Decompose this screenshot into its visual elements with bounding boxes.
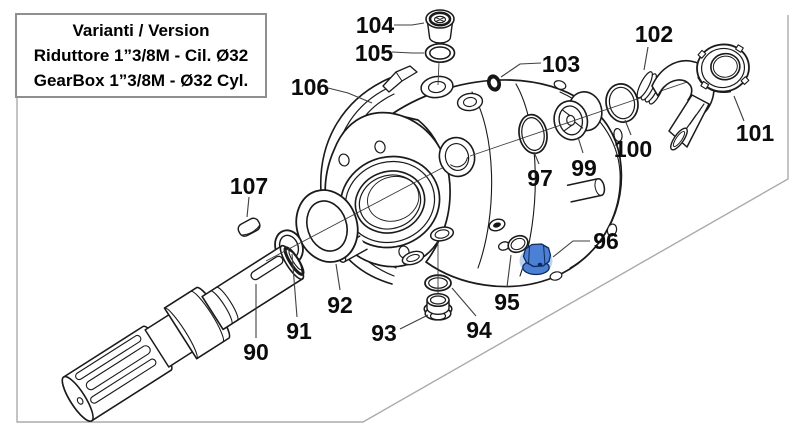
leader-92 bbox=[335, 263, 341, 291]
part-label-91: 91 bbox=[286, 318, 312, 344]
part-label-92: 92 bbox=[327, 292, 353, 318]
leader-102 bbox=[643, 46, 649, 71]
part-103-oring-drawing bbox=[486, 74, 502, 92]
part-label-104: 104 bbox=[356, 12, 395, 38]
part-label-106: 106 bbox=[291, 74, 329, 100]
variant-box-title: Varianti / Version bbox=[72, 21, 210, 40]
leader-95 bbox=[506, 254, 512, 288]
part-95-oring-drawing bbox=[507, 234, 529, 254]
leader-91 bbox=[291, 253, 298, 318]
variant-box-line-english: GearBox 1”3/8M - Ø32 Cyl. bbox=[33, 71, 249, 90]
shaft-axis-line bbox=[265, 166, 445, 262]
part-label-95: 95 bbox=[494, 289, 520, 315]
part-label-93: 93 bbox=[371, 320, 397, 346]
part-label-99: 99 bbox=[571, 155, 597, 181]
part-97-oring-drawing bbox=[518, 113, 548, 155]
part-label-90: 90 bbox=[243, 339, 269, 365]
leader-104 bbox=[394, 22, 425, 26]
leader-99 bbox=[577, 136, 584, 154]
part-106-housing-drawing bbox=[320, 65, 623, 288]
part-label-105: 105 bbox=[355, 40, 394, 66]
variant-box: Varianti / Version Riduttore 1”3/8M - Ci… bbox=[15, 13, 267, 98]
part-label-100: 100 bbox=[614, 136, 652, 162]
leader-103 bbox=[500, 62, 542, 78]
part-label-97: 97 bbox=[527, 165, 553, 191]
part-99-bushing-drawing bbox=[553, 91, 603, 141]
part-label-94: 94 bbox=[466, 317, 492, 343]
leader-lines bbox=[246, 22, 745, 338]
part-93-plug-drawing bbox=[423, 292, 453, 321]
part-label-101: 101 bbox=[736, 120, 775, 146]
leader-105 bbox=[391, 51, 424, 54]
top-port-axis-line bbox=[437, 61, 440, 86]
part-label-103: 103 bbox=[542, 51, 580, 77]
part-92-gasket-drawing bbox=[295, 189, 359, 263]
leader-100 bbox=[624, 119, 632, 136]
part-90-shaft-drawing bbox=[61, 244, 305, 423]
part-105-ring-drawing bbox=[424, 42, 456, 64]
part-107-key-drawing bbox=[237, 217, 261, 237]
part-104-cap-drawing bbox=[425, 9, 455, 44]
leader-97 bbox=[533, 151, 540, 165]
variant-box-line-italian: Riduttore 1”3/8M - Cil. Ø32 bbox=[33, 46, 249, 65]
leader-107 bbox=[246, 196, 250, 218]
part-96-hexplug-highlighted-drawing bbox=[519, 243, 553, 276]
leader-93 bbox=[399, 314, 429, 330]
leader-106 bbox=[327, 87, 373, 104]
part-label-102: 102 bbox=[635, 21, 673, 47]
part-labels: 90 91 92 93 94 95 96 97 99 100 101 102 1… bbox=[230, 12, 775, 365]
part-101-ringnut-drawing bbox=[696, 43, 750, 93]
leader-94 bbox=[451, 287, 477, 317]
part-label-96: 96 bbox=[593, 228, 619, 254]
drawing-frame bbox=[16, 14, 789, 423]
part-label-107: 107 bbox=[230, 173, 268, 199]
part-100-oring-drawing bbox=[605, 83, 639, 123]
leader-96 bbox=[552, 240, 590, 258]
leader-101 bbox=[733, 95, 745, 122]
